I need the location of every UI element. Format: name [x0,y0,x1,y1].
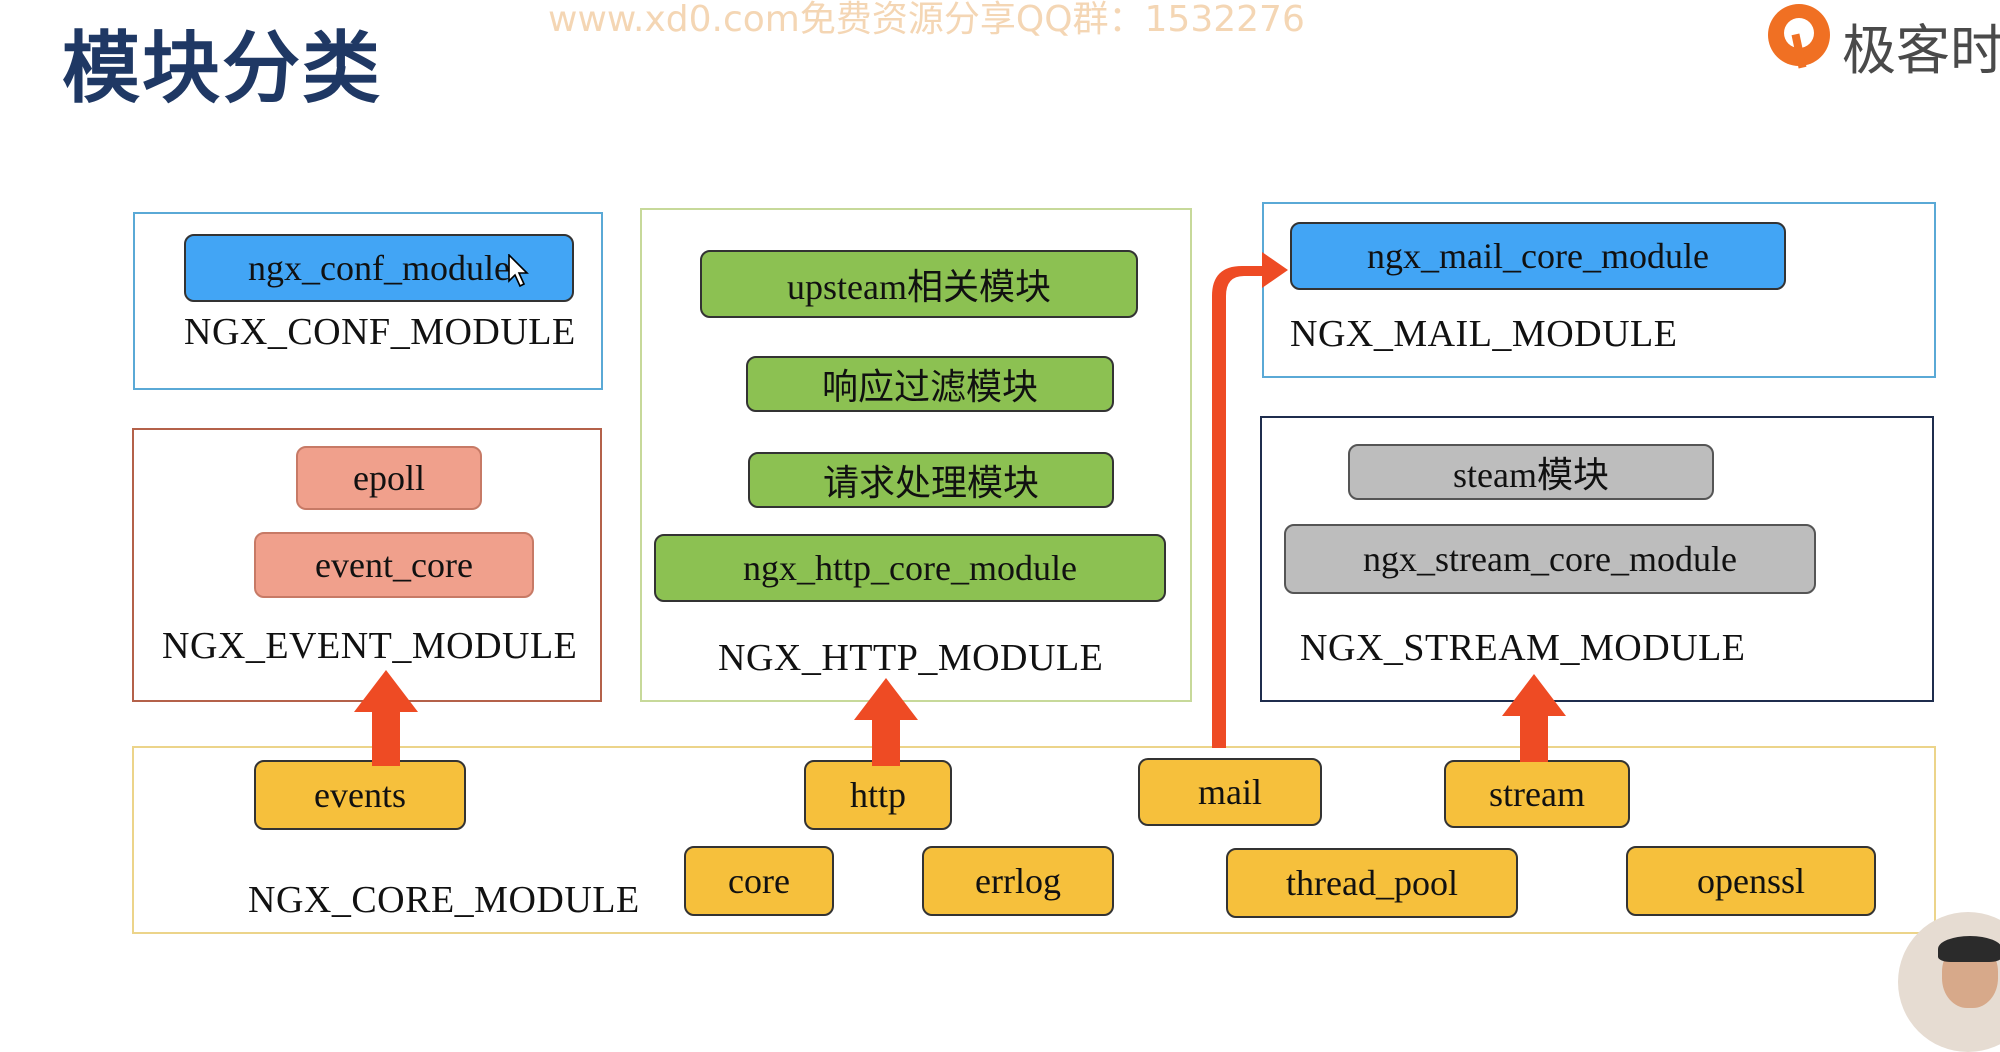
module-http: http [804,760,952,830]
module-epoll: epoll [296,446,482,510]
group-label-conf: NGX_CONF_MODULE [184,311,576,353]
module-steam: steam模块 [1348,444,1714,500]
module-event-core: event_core [254,532,534,598]
mouse-cursor-icon [508,254,529,288]
group-mail [1262,202,1936,378]
module-core: core [684,846,834,916]
group-http [640,208,1192,702]
group-stream [1260,416,1934,702]
arrow-mail-to-mail-core [1212,252,1288,748]
module-ngx-stream-core-module: ngx_stream_core_module [1284,524,1816,594]
module-request-handling: 请求处理模块 [748,452,1114,508]
module-stream: stream [1444,760,1630,828]
module-events: events [254,760,466,830]
group-core [132,746,1936,934]
module-ngx-mail-core-module: ngx_mail_core_module [1290,222,1786,290]
arrow-http-to-http-module [854,678,918,766]
group-label-http: NGX_HTTP_MODULE [718,637,1104,679]
group-label-core: NGX_CORE_MODULE [248,879,640,921]
watermark-text: www.xd0.com免费资源分享QQ群：1532276 [548,0,1305,40]
logo-text: 极客时 [1842,19,2000,82]
module-mail: mail [1138,758,1322,826]
arrow-stream-to-stream-module [1502,674,1566,762]
presenter-hair [1938,936,2000,962]
page-title: 模块分类 [62,24,383,114]
arrow-events-to-event-module [354,670,418,766]
module-thread-pool: thread_pool [1226,848,1518,918]
module-upsteam: upsteam相关模块 [700,250,1138,318]
module-response-filter: 响应过滤模块 [746,356,1114,412]
connection-arrows [354,252,1566,766]
module-ngx-http-core-module: ngx_http_core_module [654,534,1166,602]
module-errlog: errlog [922,846,1114,916]
geektime-logo-icon [1768,4,1830,66]
group-label-event: NGX_EVENT_MODULE [162,625,578,667]
group-conf [133,212,603,390]
module-openssl: openssl [1626,846,1876,916]
group-label-mail: NGX_MAIL_MODULE [1290,313,1678,355]
group-label-stream: NGX_STREAM_MODULE [1300,627,1746,669]
